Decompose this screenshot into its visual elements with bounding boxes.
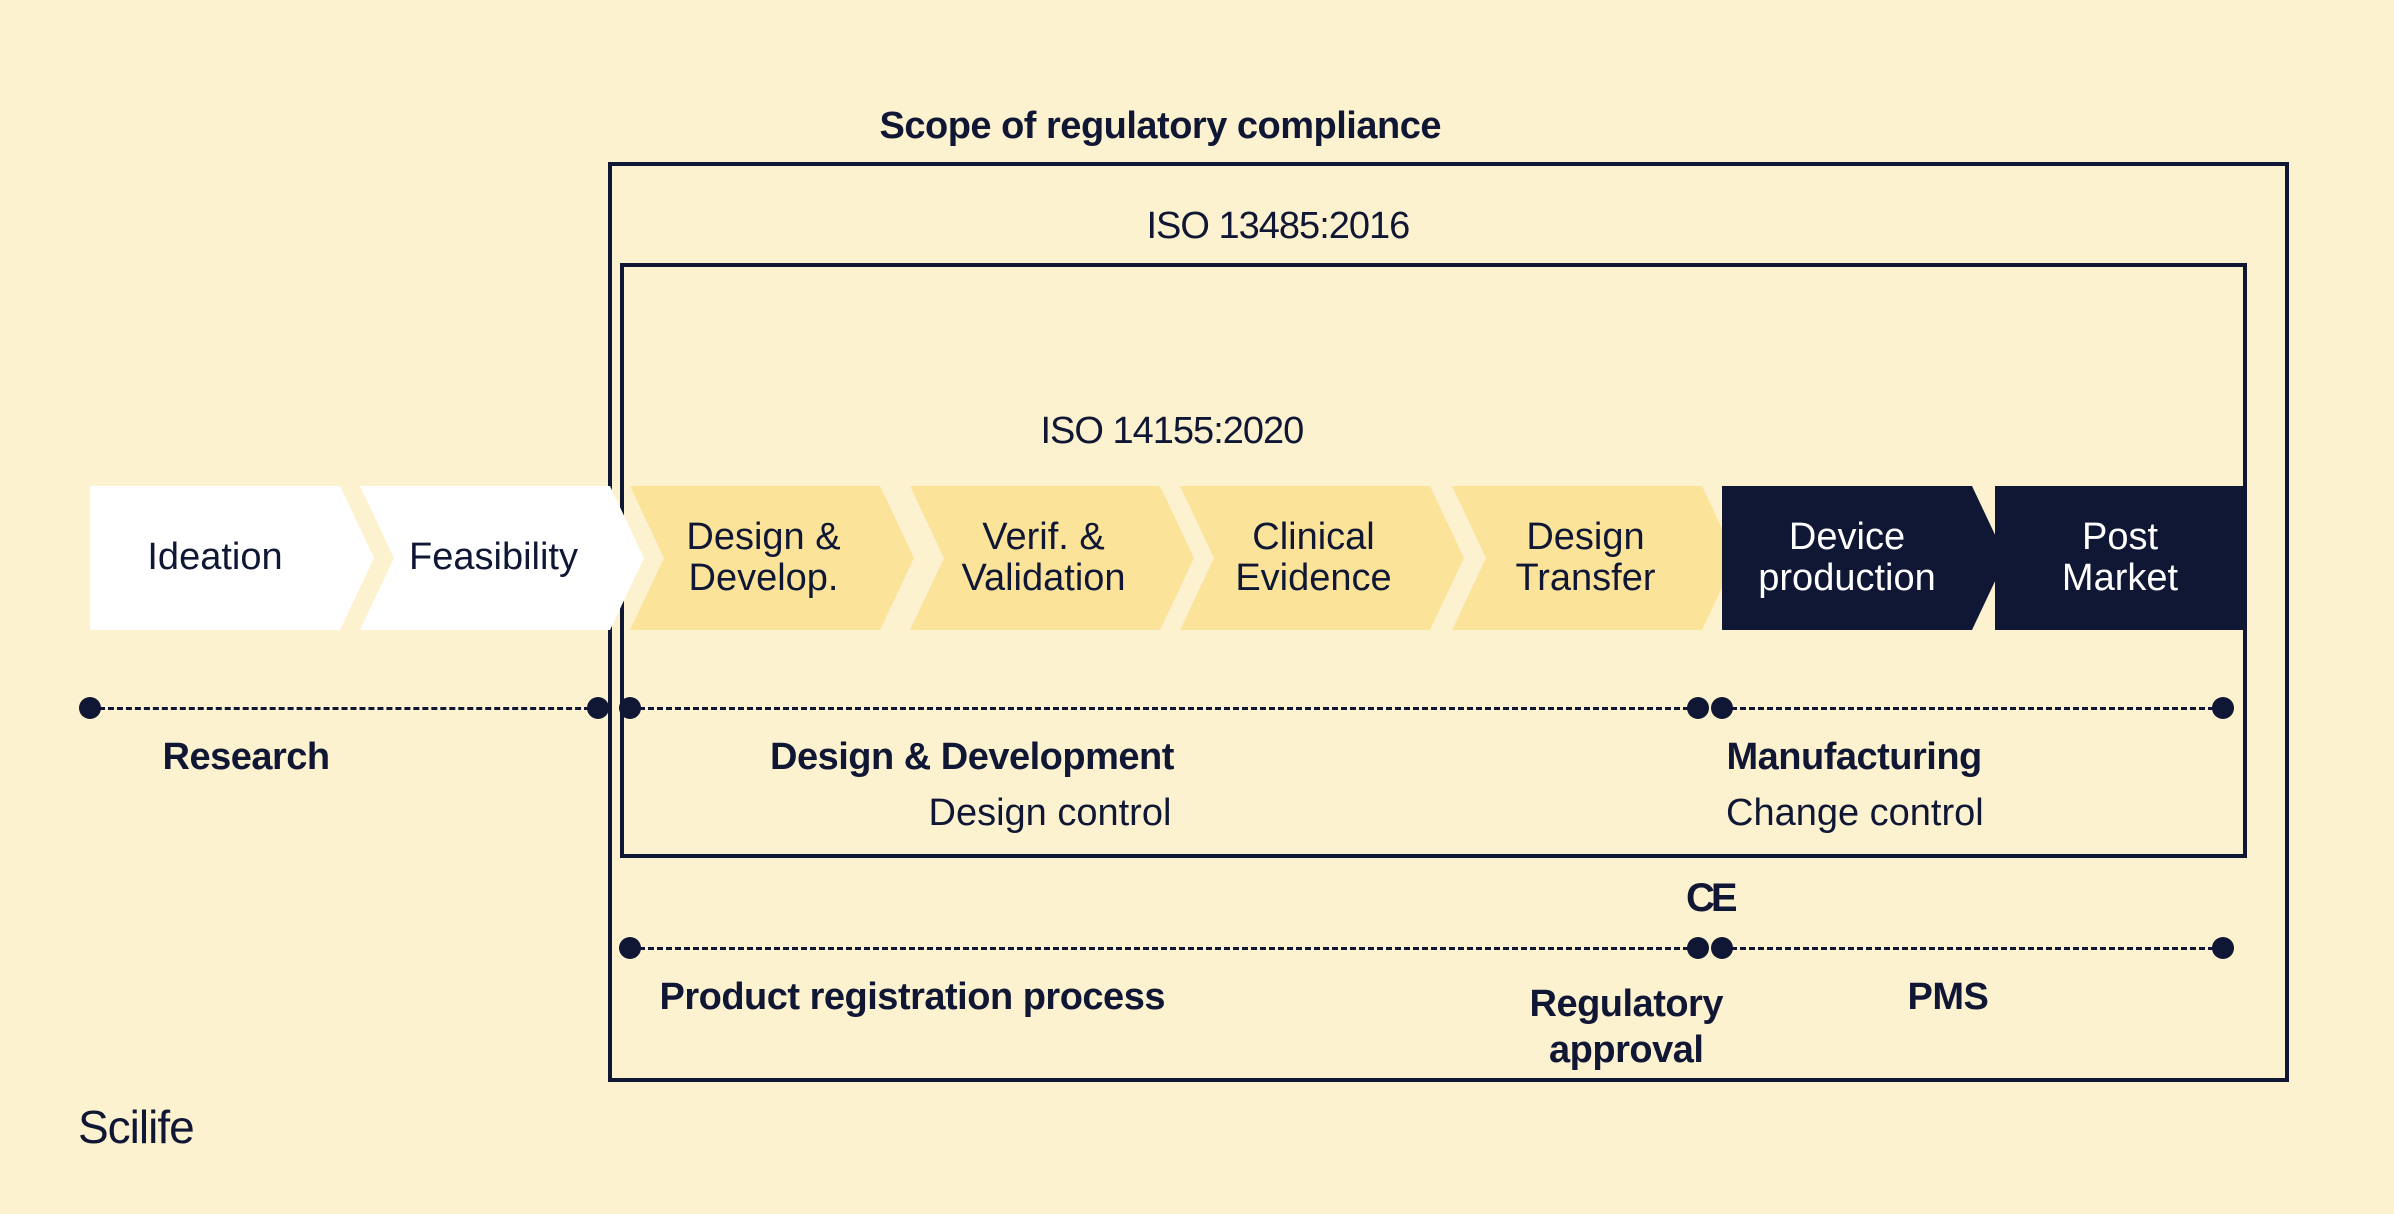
design-development-label: Design & Development xyxy=(770,736,1174,778)
pms-dashed-line xyxy=(1722,947,2223,950)
iso-14155-label: ISO 14155:2020 xyxy=(1040,410,1305,452)
research-label: Research xyxy=(162,736,331,778)
manufacturing-dashed-line xyxy=(1722,707,2223,710)
manufacturing-label: Manufacturing xyxy=(1726,736,1983,778)
registration-timeline xyxy=(619,937,1709,959)
timeline-dot xyxy=(1687,697,1709,719)
step-2: Feasibility xyxy=(360,486,644,630)
scope-title: Scope of regulatory compliance xyxy=(879,105,1442,147)
timeline-dot xyxy=(587,697,609,719)
iso-13485-label: ISO 13485:2016 xyxy=(1146,205,1411,247)
timeline-dot xyxy=(1687,937,1709,959)
step-7: Device production xyxy=(1722,486,2006,630)
pms-timeline xyxy=(1711,937,2234,959)
research-dashed-line xyxy=(90,707,608,710)
ce-mark-icon: CE xyxy=(1686,876,1738,920)
step-4: Verif. & Validation xyxy=(910,486,1194,630)
step-3: Design & Develop. xyxy=(630,486,914,630)
timeline-dot xyxy=(1711,697,1733,719)
change-control-label: Change control xyxy=(1726,792,1984,834)
timeline-dot xyxy=(2212,697,2234,719)
timeline-dot xyxy=(619,937,641,959)
research-timeline xyxy=(79,697,609,719)
step-5: Clinical Evidence xyxy=(1180,486,1464,630)
timeline-dot xyxy=(2212,937,2234,959)
registration-dashed-line xyxy=(630,947,1698,950)
pms-label: PMS xyxy=(1907,976,1989,1018)
brand-logo: Scilife xyxy=(78,1101,195,1153)
timeline-dot xyxy=(1711,937,1733,959)
step-8: Post Market xyxy=(1995,486,2245,630)
regulatory-approval-label: Regulatory approval xyxy=(1529,983,1724,1071)
step-6: Design Transfer xyxy=(1452,486,1736,630)
design-timeline xyxy=(619,697,1709,719)
design-dashed-line xyxy=(630,707,1698,710)
design-control-label: Design control xyxy=(928,792,1172,834)
product-registration-label: Product registration process xyxy=(659,976,1166,1018)
step-1: Ideation xyxy=(90,486,374,630)
timeline-dot xyxy=(619,697,641,719)
manufacturing-timeline xyxy=(1711,697,2234,719)
timeline-dot xyxy=(79,697,101,719)
